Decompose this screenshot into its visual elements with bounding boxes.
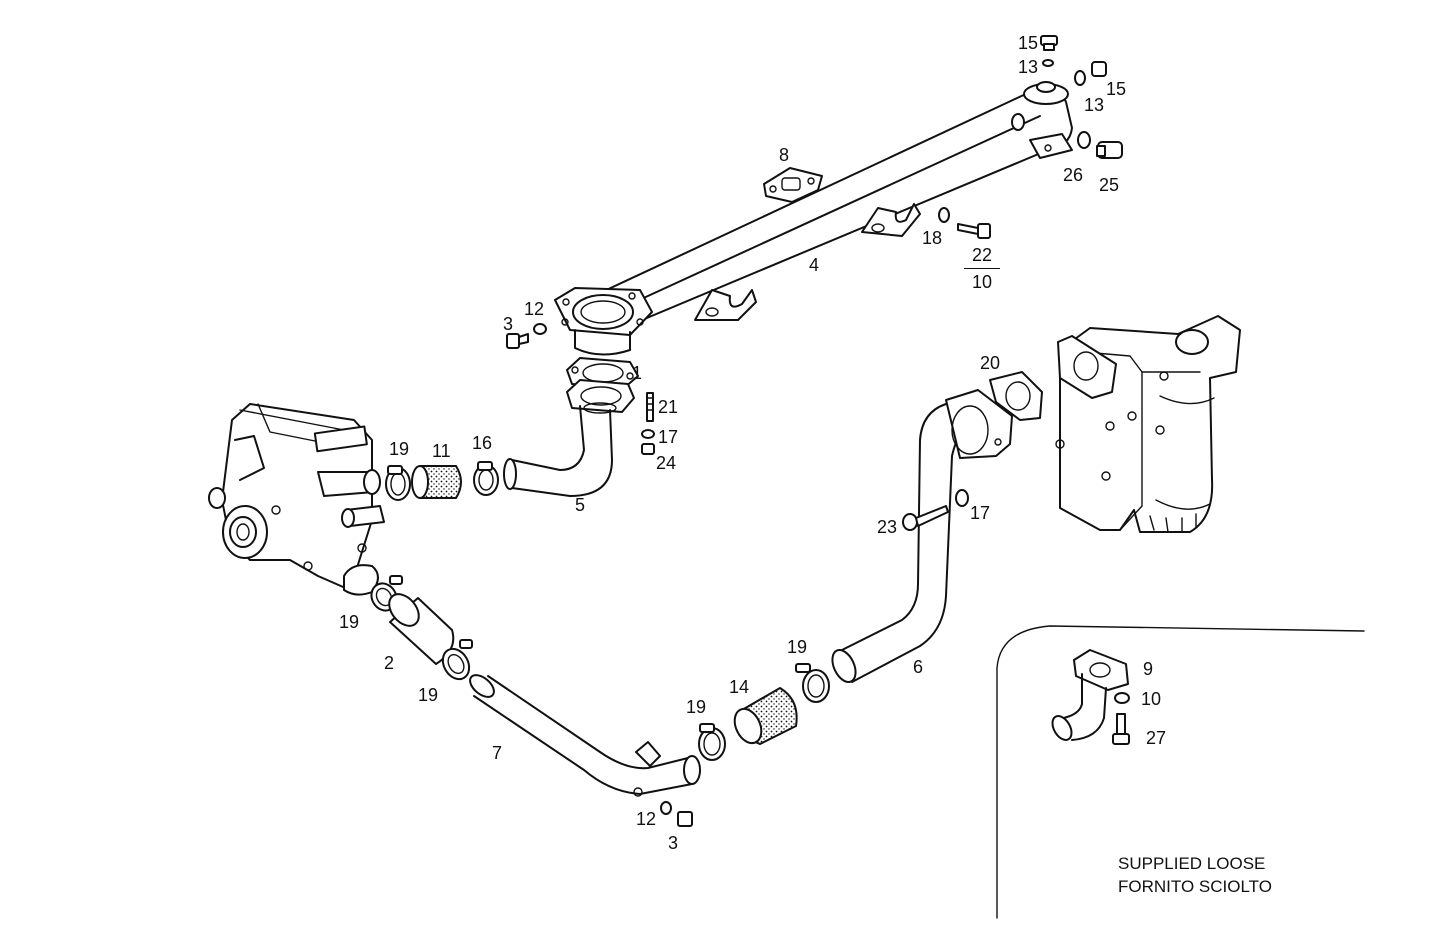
- label-part-26: 26: [1063, 165, 1084, 185]
- label-part-19-e: 19: [686, 697, 707, 717]
- label-part-23: 23: [877, 517, 898, 537]
- gasket-8: [763, 167, 823, 203]
- label-part-7: 7: [492, 743, 503, 763]
- label-part-19-b: 19: [339, 612, 360, 632]
- label-part-3-top: 3: [503, 314, 514, 334]
- plug-15-side: [1074, 61, 1107, 86]
- label-part-22: 22: [964, 244, 1000, 269]
- clamp-16: [473, 461, 499, 496]
- stud-21: [646, 392, 654, 422]
- clamp-19-right-b: [795, 663, 830, 703]
- washer-17-right: [955, 489, 969, 507]
- pipe-6: [831, 389, 1013, 683]
- hose-14: [733, 686, 798, 746]
- gasket-20: [989, 371, 1043, 421]
- bolt-27: [1112, 713, 1130, 745]
- label-part-8: 8: [779, 145, 790, 165]
- label-part-10: 10: [1141, 689, 1162, 709]
- pipe-7: [469, 674, 701, 797]
- label-part-4: 4: [809, 255, 820, 275]
- bolt-23: [902, 505, 949, 531]
- label-part-12-top: 12: [524, 299, 545, 319]
- note-line-english: SUPPLIED LOOSE: [1118, 854, 1266, 873]
- bolt-3-lower: [660, 801, 693, 827]
- label-part-2: 2: [384, 653, 395, 673]
- washer-nut-17-24: [641, 429, 655, 455]
- label-part-12-lower: 12: [636, 809, 657, 829]
- hose-2: [388, 593, 455, 665]
- washer-18: [938, 207, 950, 223]
- supplied-loose-note: SUPPLIED LOOSE FORNITO SCIOLTO: [1118, 852, 1272, 898]
- clamp-19-right-a: [698, 723, 726, 761]
- label-part-3-lower: 3: [668, 833, 679, 853]
- label-part-21: 21: [658, 397, 679, 417]
- plug-25: [1077, 131, 1123, 159]
- supplied-loose-frame: [996, 625, 1365, 919]
- label-part-5: 5: [575, 495, 586, 515]
- label-part-11: 11: [432, 441, 451, 461]
- bolt-22: [957, 223, 991, 239]
- label-part-18: 18: [922, 228, 943, 248]
- label-part-16: 16: [472, 433, 493, 453]
- fitting-9: [1051, 649, 1129, 741]
- label-part-27: 27: [1146, 728, 1167, 748]
- label-part-19-c: 19: [787, 637, 808, 657]
- label-part-6: 6: [913, 657, 924, 677]
- label-part-22-10: 22 10: [964, 244, 1000, 293]
- washer-10: [1114, 692, 1130, 704]
- label-part-1: 1: [632, 363, 643, 383]
- label-part-9: 9: [1143, 659, 1154, 679]
- hose-11: [411, 465, 462, 499]
- water-pump: [208, 403, 385, 596]
- label-part-15-top: 15: [1018, 33, 1039, 53]
- label-part-17-left: 17: [658, 427, 679, 447]
- plug-15-top: [1040, 35, 1058, 67]
- gasket-1: [566, 357, 639, 413]
- label-part-15-side: 15: [1106, 79, 1127, 99]
- label-part-14: 14: [729, 677, 750, 697]
- label-part-10-fraction: 10: [971, 272, 993, 292]
- note-line-italian: FORNITO SCIOLTO: [1118, 877, 1272, 896]
- label-part-20: 20: [980, 353, 1001, 373]
- label-part-13-top: 13: [1018, 57, 1039, 77]
- label-part-19-a: 19: [389, 439, 410, 459]
- label-part-19-d: 19: [418, 685, 439, 705]
- label-part-25: 25: [1099, 175, 1120, 195]
- clamp-19-upper: [385, 465, 411, 501]
- clamp-19-mid: [441, 639, 473, 681]
- water-manifold-4: [554, 81, 1073, 356]
- label-part-17-right: 17: [970, 503, 991, 523]
- label-part-24: 24: [656, 453, 677, 473]
- pipe-5: [503, 402, 617, 497]
- heat-exchanger: [1055, 315, 1241, 533]
- bolt-3-top: [506, 323, 547, 349]
- label-part-13-side: 13: [1084, 95, 1105, 115]
